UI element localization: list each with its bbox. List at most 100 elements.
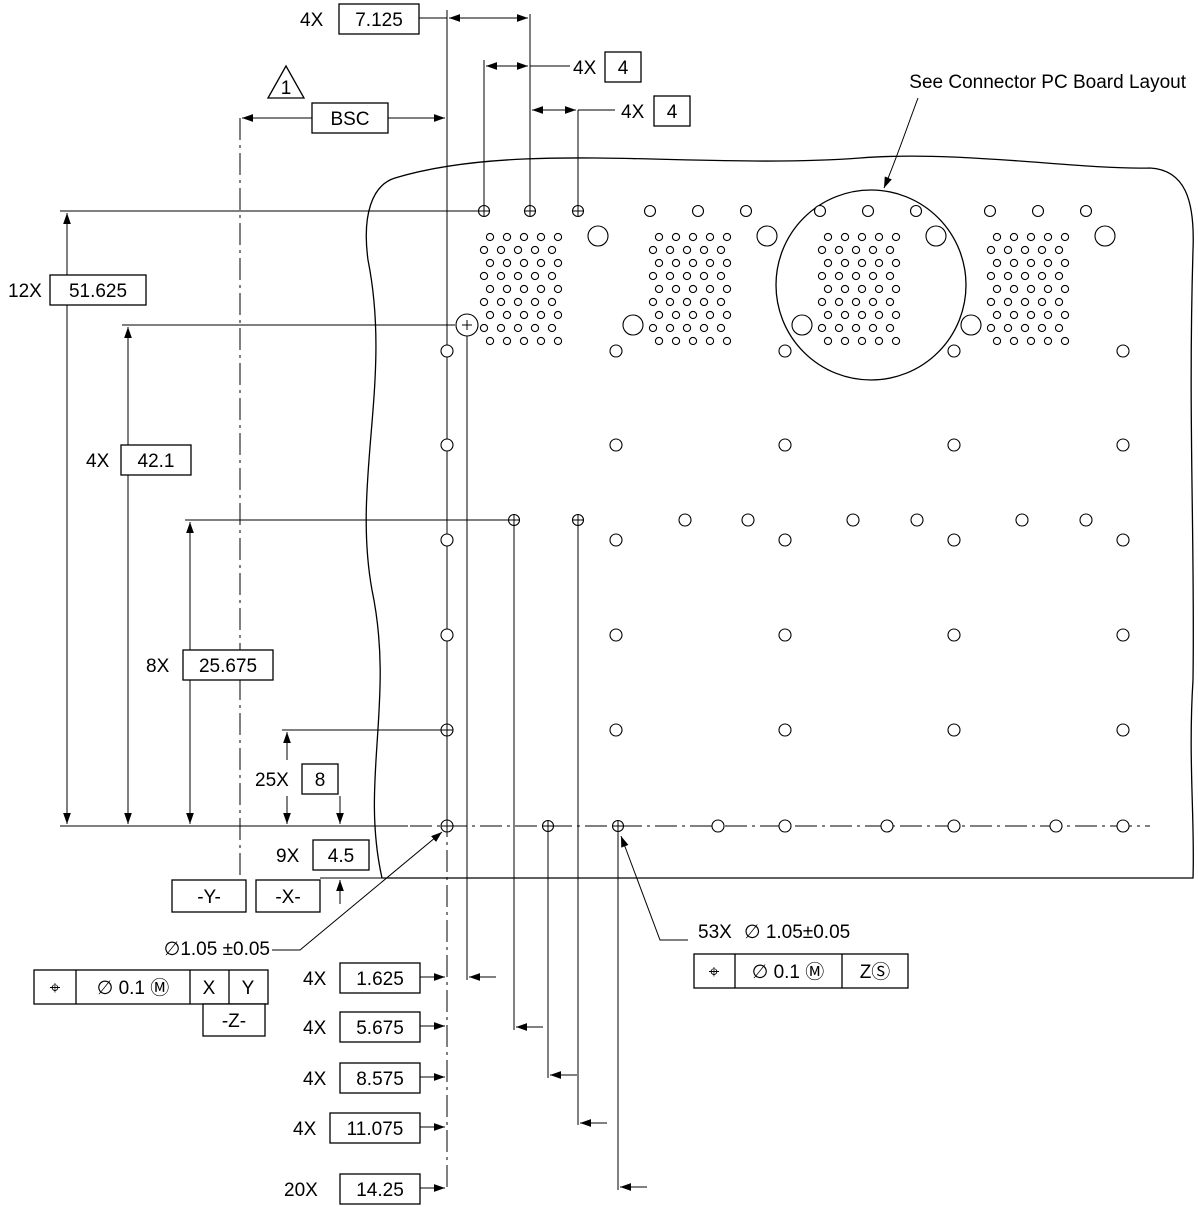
grid-hole	[1116, 628, 1130, 642]
connector-outline-circle	[775, 189, 967, 381]
connector-pin-hole	[1043, 310, 1053, 320]
bsc-label: BSC	[330, 109, 369, 130]
connector-pin-hole	[817, 297, 827, 307]
grid-hole	[609, 344, 623, 358]
connector-pin-hole	[536, 258, 546, 268]
connector-pin-hole	[699, 245, 709, 255]
mid-row-hole	[1079, 513, 1093, 527]
connector-pin-hole	[857, 258, 867, 268]
connector-pin-hole	[992, 336, 1002, 346]
connector-pin-hole	[519, 258, 529, 268]
connector-mount-hole	[813, 204, 827, 218]
connector-pin-hole	[891, 258, 901, 268]
connector-pin-hole	[654, 284, 664, 294]
dim-value: 8.575	[356, 1069, 404, 1090]
connector-mount-hole	[739, 204, 753, 218]
dim-count: 4X	[573, 58, 597, 79]
connector-pin-hole	[705, 258, 715, 268]
connector-pin-hole	[553, 284, 563, 294]
connector-pin-hole	[716, 323, 726, 333]
connector-pin-hole	[1037, 271, 1047, 281]
connector-pin-hole	[688, 258, 698, 268]
datum-ref-z: ZⓈ	[860, 961, 891, 983]
datum-y-column-hole	[440, 344, 454, 358]
connector-pin-hole	[874, 258, 884, 268]
connector-pin-hole	[722, 336, 732, 346]
dim-count: 4X	[293, 1119, 317, 1140]
connector-pin-hole	[648, 245, 658, 255]
connector-pin-hole	[1054, 297, 1064, 307]
connector-pin-hole	[891, 232, 901, 242]
connector-pin-hole	[986, 297, 996, 307]
connector-pin-hole	[851, 271, 861, 281]
connector-pin-hole	[1009, 310, 1019, 320]
connector-pin-hole	[519, 284, 529, 294]
mid-row-hole	[846, 513, 860, 527]
connector-pin-hole	[823, 310, 833, 320]
connector-pin-hole	[1003, 245, 1013, 255]
connector-pin-hole	[1060, 284, 1070, 294]
connector-pin-hole	[1054, 271, 1064, 281]
position-symbol: ⌖	[50, 978, 61, 999]
connector-pin-hole	[688, 336, 698, 346]
dim-value: 8	[315, 770, 326, 791]
connector-mount-hole	[1031, 204, 1045, 218]
connector-pin-hole	[496, 297, 506, 307]
datum-z-text: -Z-	[222, 1011, 246, 1032]
connector-pin-hole	[992, 284, 1002, 294]
connector-pin-hole	[823, 232, 833, 242]
connector-pin-hole	[840, 232, 850, 242]
connector-pin-hole	[1043, 284, 1053, 294]
grid-hole	[609, 723, 623, 737]
connector-pin-hole	[665, 271, 675, 281]
dim-count: 8X	[146, 656, 170, 677]
connector-pin-hole	[817, 323, 827, 333]
top-dim-4-b: 4X 4	[621, 95, 691, 127]
hole-size: ∅ 1.05±0.05	[744, 922, 850, 943]
dim-421: 4X 42.1	[86, 444, 192, 476]
connector-pin-hole	[874, 232, 884, 242]
connector-pin-hole	[840, 310, 850, 320]
grid-hole	[1116, 723, 1130, 737]
dim-count: 9X	[276, 846, 300, 867]
connector-pin-hole	[868, 297, 878, 307]
connector-pin-hole	[665, 245, 675, 255]
datum-x-row-hole	[1049, 819, 1063, 833]
grid-hole	[1116, 438, 1130, 452]
grid-hole	[778, 628, 792, 642]
dim-value: 1.625	[356, 969, 404, 990]
connector-pin-hole	[885, 271, 895, 281]
connector-pin-hole	[485, 310, 495, 320]
connector-pin-hole	[722, 284, 732, 294]
connector-pin-hole	[1054, 245, 1064, 255]
connector-pin-hole	[885, 297, 895, 307]
connector-pin-hole	[986, 323, 996, 333]
mid-row-hole	[678, 513, 692, 527]
connector-pin-hole	[868, 323, 878, 333]
connector-pin-hole	[496, 271, 506, 281]
connector-pin-hole	[1026, 258, 1036, 268]
connector-pin-hole	[496, 323, 506, 333]
dim-value: 42.1	[138, 451, 175, 472]
dim-count: 4X	[621, 102, 645, 123]
connector-pin-hole	[716, 271, 726, 281]
dim-count: 4X	[86, 451, 110, 472]
connector-pin-hole	[513, 297, 523, 307]
connector-pin-hole	[1037, 245, 1047, 255]
connector-pin-hole	[1060, 310, 1070, 320]
dim-count: 25X	[255, 770, 289, 791]
connector-pin-hole	[485, 232, 495, 242]
connector-pin-hole	[536, 310, 546, 320]
dim-25675: 8X 25.675	[146, 649, 274, 681]
datum-ref-x: X	[203, 978, 216, 999]
connector-pin-hole	[513, 271, 523, 281]
connector-mount-hole	[643, 204, 657, 218]
connector-pin-hole	[530, 297, 540, 307]
grid-hole	[609, 628, 623, 642]
connector-note: See Connector PC Board Layout	[883, 72, 1187, 189]
connector-pin-hole	[1020, 323, 1030, 333]
dim-value: 5.675	[356, 1018, 404, 1039]
dim-count: 4X	[300, 10, 324, 31]
connector-pin-hole	[699, 271, 709, 281]
